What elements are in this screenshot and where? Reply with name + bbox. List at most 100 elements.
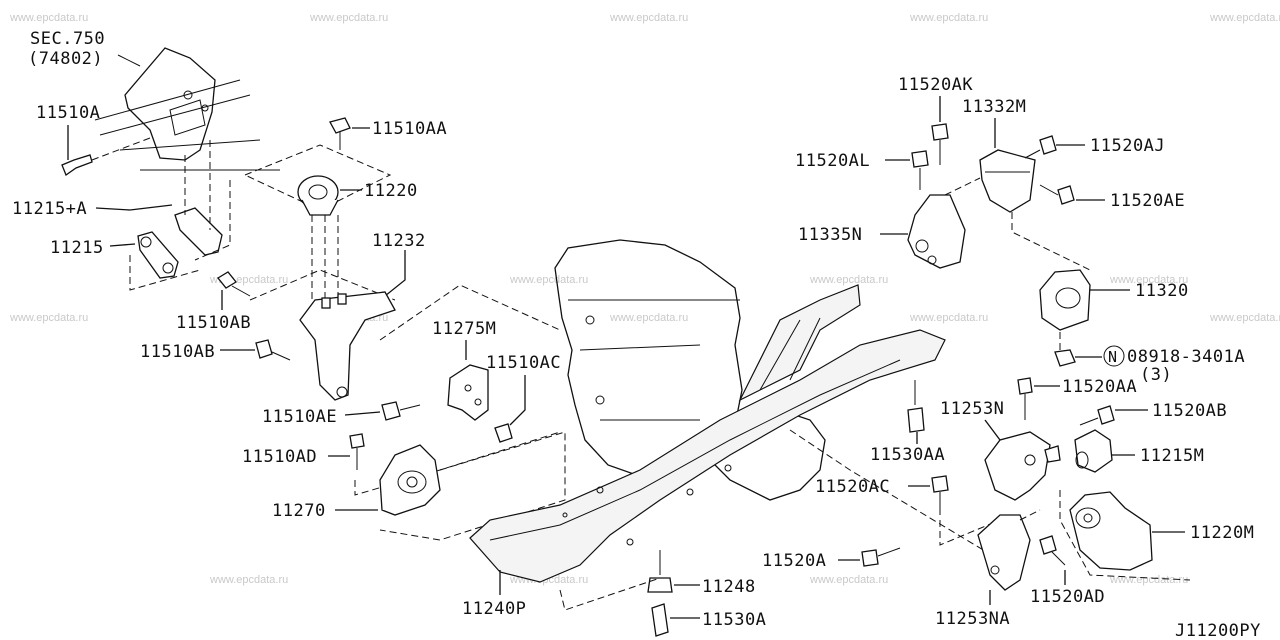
label-11220M[interactable]: 11220M — [1190, 523, 1254, 543]
label-11520AA[interactable]: 11520AA — [1062, 377, 1137, 397]
watermark: www.epcdata.ru — [1209, 12, 1280, 24]
label-11215[interactable]: 11215 — [50, 238, 104, 258]
crossmember-11240P — [469, 329, 946, 583]
engine-mount-11320 — [1039, 269, 1091, 331]
part-11275M-group[interactable]: 11275M — [432, 319, 496, 421]
bolt-icon — [651, 603, 669, 637]
label-11530AA[interactable]: 11530AA — [870, 445, 945, 465]
bracket-11253N — [984, 431, 1051, 501]
watermark: www.epcdata.ru — [9, 12, 88, 24]
label-11510AA[interactable]: 11510AA — [372, 119, 447, 139]
label-11520A[interactable]: 11520A — [762, 551, 826, 571]
label-11520AB[interactable]: 11520AB — [1152, 401, 1227, 421]
part-11510A-group[interactable]: 11510A — [36, 103, 151, 177]
part-11253N-group[interactable]: 11253N — [940, 399, 1061, 501]
bracket-11335N — [907, 194, 966, 269]
part-11320-group[interactable]: 11320 — [1039, 269, 1189, 350]
watermark: www.epcdata.ru — [1209, 312, 1280, 324]
part-11248-group[interactable]: 11248 — [559, 550, 756, 611]
part-11215-group[interactable]: 11215 — [50, 140, 211, 291]
bolt-icon — [1057, 185, 1075, 205]
bolt-icon — [349, 433, 365, 449]
bolt-icon — [1039, 135, 1057, 155]
part-11520AA-group[interactable]: 11520AA — [1017, 377, 1137, 420]
part-11510AB-2-group[interactable]: 11510AB — [140, 339, 291, 362]
watermark: www.epcdata.ru — [609, 312, 688, 324]
watermark: www.epcdata.ru — [309, 12, 388, 24]
label-11215pA[interactable]: 11215+A — [12, 199, 87, 219]
part-11520AJ-group[interactable]: 11520AJ — [1024, 135, 1165, 159]
part-11530A-group[interactable]: 11530A — [651, 603, 766, 637]
label-11520AC[interactable]: 11520AC — [815, 477, 890, 497]
label-11275M[interactable]: 11275M — [432, 319, 496, 339]
label-11248[interactable]: 11248 — [702, 577, 756, 597]
part-11335N-group[interactable]: 11335N — [798, 177, 981, 269]
part-11520AC-group[interactable]: 11520AC — [789, 429, 1001, 561]
watermark: www.epcdata.ru — [9, 312, 88, 324]
label-11270[interactable]: 11270 — [272, 501, 326, 521]
bolt-icon — [861, 549, 879, 567]
part-11220M-group[interactable]: 11220M — [1059, 490, 1254, 581]
label-11332M[interactable]: 11332M — [962, 97, 1026, 117]
label-11510AD[interactable]: 11510AD — [242, 447, 317, 467]
bolt-icon — [931, 123, 949, 141]
part-11253NA-group[interactable]: 11253NA — [935, 509, 1041, 629]
label-11510AB-lower[interactable]: 11510AB — [140, 342, 215, 362]
part-11510AA-group[interactable]: 11510AA — [329, 117, 447, 150]
label-11215M[interactable]: 11215M — [1140, 446, 1204, 466]
label-11232[interactable]: 11232 — [372, 231, 426, 251]
bracket-11332M — [979, 149, 1036, 213]
label-11510AE[interactable]: 11510AE — [262, 407, 337, 427]
watermark: www.epcdata.ru — [209, 574, 288, 586]
label-11253N[interactable]: 11253N — [940, 399, 1004, 419]
nut-symbol: N — [1108, 348, 1118, 366]
label-11320[interactable]: 11320 — [1135, 281, 1189, 301]
part-11520AL-group[interactable]: 11520AL — [795, 150, 929, 190]
part-11510AE-group[interactable]: 11510AE — [262, 401, 421, 427]
watermark: www.epcdata.ru — [509, 274, 588, 286]
part-11520AE-group[interactable]: 11520AE — [1039, 184, 1185, 211]
quantity-note: (3) — [1140, 365, 1172, 385]
watermark: www.epcdata.ru — [609, 12, 688, 24]
label-11520AE[interactable]: 11520AE — [1110, 191, 1185, 211]
label-11530A[interactable]: 11530A — [702, 610, 766, 630]
bolt-icon — [931, 475, 949, 493]
part-11332M-group[interactable]: 11332M — [962, 97, 1091, 271]
label-11510AC[interactable]: 11510AC — [486, 353, 561, 373]
bracket-11215M — [1074, 429, 1113, 473]
section-reference-group: SEC.750 (74802) — [28, 29, 280, 171]
part-11520AB-group[interactable]: 11520AB — [1079, 401, 1227, 426]
label-11520AL[interactable]: 11520AL — [795, 151, 870, 171]
part-11520A-group[interactable]: 11520A — [762, 547, 901, 571]
part-11270-group[interactable]: 11270 — [272, 431, 566, 541]
label-11520AD[interactable]: 11520AD — [1030, 587, 1105, 607]
part-11240P-group[interactable]: 11240P — [462, 284, 946, 619]
section-ref-line1: SEC.750 — [30, 29, 105, 49]
part-11520AK-group[interactable]: 11520AK — [898, 75, 973, 165]
label-11335N[interactable]: 11335N — [798, 225, 862, 245]
bracket-11275M — [447, 364, 489, 421]
label-11253NA[interactable]: 11253NA — [935, 609, 1010, 629]
label-11240P[interactable]: 11240P — [462, 599, 526, 619]
part-11215M-group[interactable]: 11215M — [1074, 429, 1204, 473]
bracket-11232 — [299, 291, 396, 401]
part-11232-group[interactable]: 11232 — [249, 231, 561, 401]
label-11520AK[interactable]: 11520AK — [898, 75, 973, 95]
part-11215pA-group[interactable]: 11215+A — [12, 180, 231, 261]
bolt-icon — [255, 339, 273, 359]
label-11510A[interactable]: 11510A — [36, 103, 100, 123]
label-11220[interactable]: 11220 — [364, 181, 418, 201]
part-11220-group[interactable]: 11220 — [243, 144, 418, 300]
nut-symbol-circle — [1103, 345, 1125, 367]
label-08918-3401A[interactable]: 08918-3401A — [1127, 347, 1245, 367]
label-11510AB-upper[interactable]: 11510AB — [176, 313, 251, 333]
bracket-11253NA — [977, 514, 1031, 591]
part-11530AA-group[interactable]: 11530AA — [870, 380, 945, 465]
bolt-icon — [907, 407, 925, 433]
part-08918-group[interactable]: N 08918-3401A (3) — [1054, 345, 1245, 385]
part-11510AC-group[interactable]: 11510AC — [486, 353, 561, 443]
label-11520AJ[interactable]: 11520AJ — [1090, 136, 1165, 156]
part-11520AD-group[interactable]: 11520AD — [1030, 535, 1105, 607]
bolt-icon — [61, 154, 93, 177]
part-11510AB-1-group[interactable]: 11510AB — [176, 271, 251, 333]
